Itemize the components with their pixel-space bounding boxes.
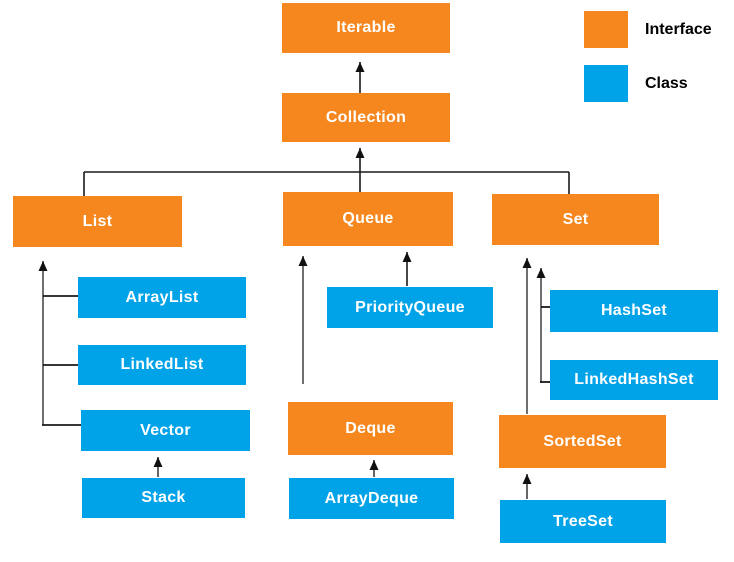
node-deque: Deque: [288, 402, 453, 455]
node-linkedhashset: LinkedHashSet: [550, 360, 718, 400]
legend-interface-swatch: [584, 11, 628, 48]
node-arraydeque: ArrayDeque: [289, 478, 454, 519]
node-sortedset: SortedSet: [499, 415, 666, 468]
node-vector: Vector: [81, 410, 250, 451]
node-iterable: Iterable: [282, 3, 450, 53]
legend-class-swatch: [584, 65, 628, 102]
node-arraylist: ArrayList: [78, 277, 246, 318]
legend-class-label: Class: [645, 74, 688, 92]
node-hashset: HashSet: [550, 290, 718, 332]
legend-interface-label: Interface: [645, 20, 712, 38]
node-list: List: [13, 196, 182, 247]
node-stack: Stack: [82, 478, 245, 518]
node-linkedlist: LinkedList: [78, 345, 246, 385]
node-set: Set: [492, 194, 659, 245]
node-priorityqueue: PriorityQueue: [327, 287, 493, 328]
node-queue: Queue: [283, 192, 453, 246]
node-treeset: TreeSet: [500, 500, 666, 543]
node-collection: Collection: [282, 93, 450, 142]
